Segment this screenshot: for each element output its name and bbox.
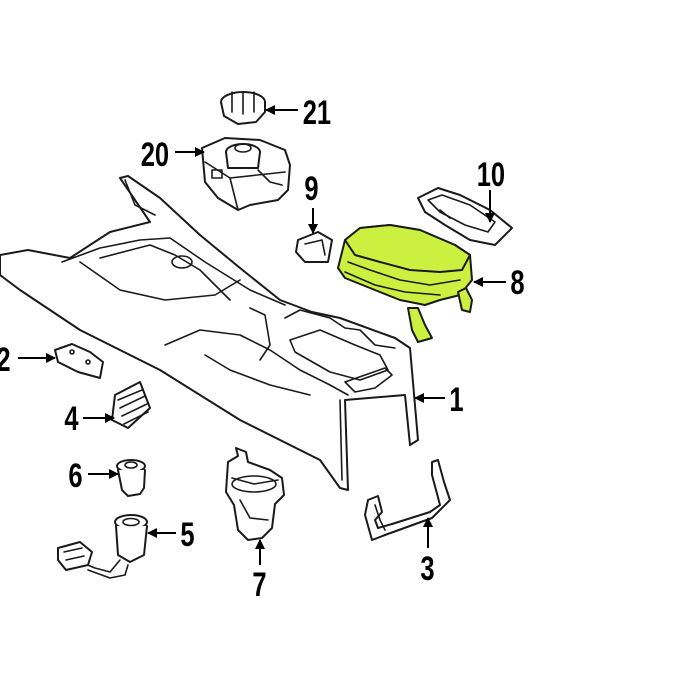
callout-numbers: 21 20 9 10 8 1 2 4 6 5 7 3 [0,95,525,604]
part-20-controller[interactable] [201,137,291,211]
part-8-armrest-lid[interactable] [337,224,473,343]
callout-6: 6 [68,458,82,495]
callout-leaders [18,105,506,565]
part-6-socket[interactable] [116,459,146,497]
part-21-knob[interactable] [220,91,266,125]
callout-21: 21 [303,95,331,132]
part-5-socket-harness[interactable] [57,514,148,579]
callout-2: 2 [0,342,11,379]
callout-7: 7 [252,567,266,604]
callout-8: 8 [510,265,524,302]
callout-3: 3 [420,551,434,588]
callout-5: 5 [180,517,194,554]
callout-9: 9 [304,171,318,208]
part-10-tray[interactable] [417,187,513,246]
part-9-clip[interactable] [295,231,333,263]
callout-20: 20 [141,137,169,174]
callout-1: 1 [449,382,463,419]
callout-4: 4 [64,401,78,438]
part-4-grille[interactable] [111,381,151,429]
part-7-cup-holder[interactable] [225,447,285,541]
part-2-bracket[interactable] [54,343,104,379]
part-3-bracket[interactable] [364,459,451,541]
part-1-center-console[interactable] [0,175,419,491]
callout-10: 10 [477,157,505,194]
